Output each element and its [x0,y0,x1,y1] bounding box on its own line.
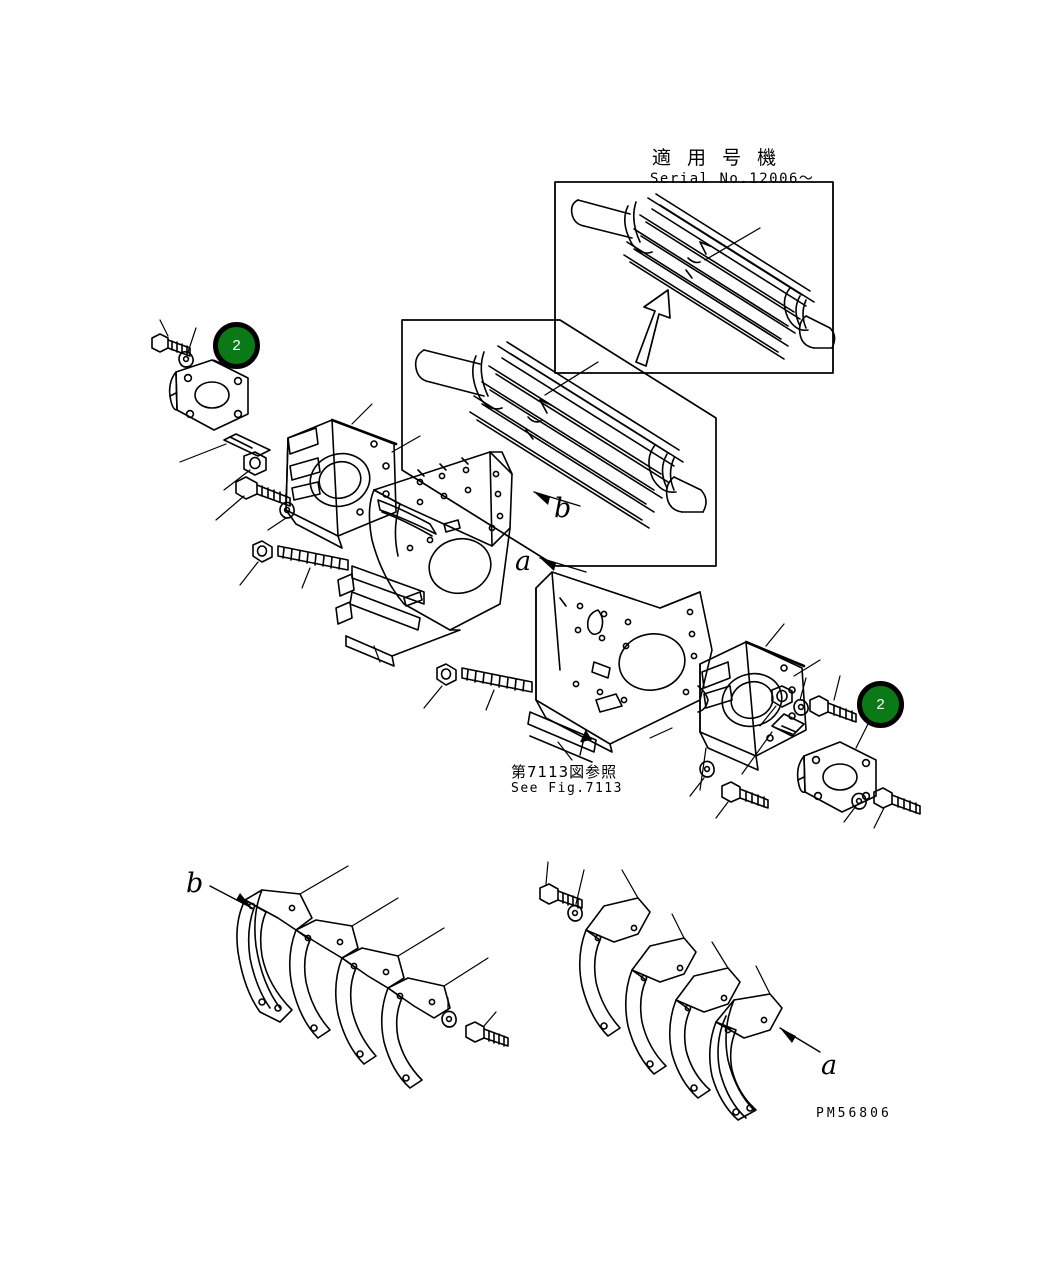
callout-badge-number: 2 [232,337,241,354]
section-label-b-lower-left: b [186,868,204,899]
drawing-code: PM56806 [816,1106,892,1121]
left-dowel-pin [179,433,271,463]
serial-note-japanese: 適 用 号 機 [652,147,782,169]
right-side-frame-plate [527,571,713,763]
tine-group-left [209,865,509,1089]
section-label-a-center: a [515,546,532,577]
section-label-b-center: b [554,493,572,524]
figure-reference-leader [579,729,592,756]
section-label-a-lower-right: a [821,1050,838,1081]
section-arrow-b-center [533,491,581,507]
rotor-shaft-inset-box [554,181,834,374]
tine-group-right [539,861,821,1121]
section-arrow-a-center [539,557,587,573]
right-housing-fasteners [689,675,857,819]
callout-badge-2-right[interactable]: 2 [857,681,904,728]
serial-note-english: Serial No.12006〜 [650,171,815,187]
rotor-shaft-inset [570,193,836,360]
right-bearing-cover [796,723,921,829]
figure-reference-english: See Fig.7113 [511,781,623,796]
right-bearing-housing [697,623,821,791]
left-long-bolt-upper [239,540,349,589]
rotor-shaft-main-box [401,319,717,567]
figure-reference-japanese: 第7113図参照 [511,763,618,781]
left-bolt-lower [215,476,295,531]
left-bearing-housing [285,403,421,549]
callout-badge-2-upper-left[interactable]: 2 [213,322,260,369]
left-side-frame-plate [335,451,513,667]
right-long-bolt-lower [423,663,533,711]
left-bearing-cover [168,359,249,431]
callout-badge-number: 2 [876,696,885,713]
left-nut [223,451,267,491]
inset-relation-arrow [635,289,671,367]
rotor-shaft-main [414,341,707,529]
